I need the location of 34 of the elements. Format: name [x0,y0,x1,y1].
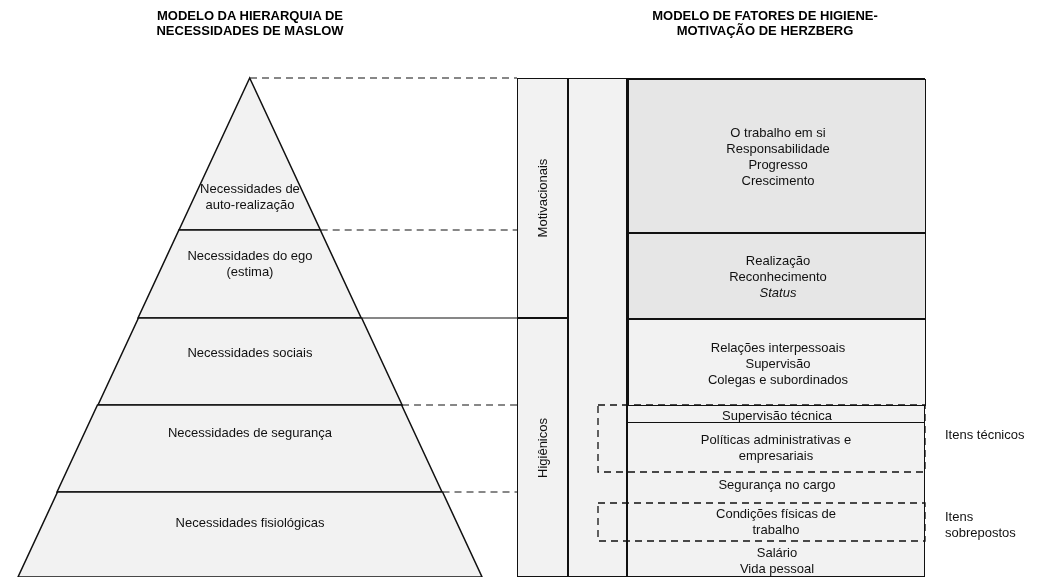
factor-row [628,233,926,319]
factor-row [628,79,926,233]
level-label: Necessidades de auto-realização [199,181,301,213]
factor-text: Vida pessoal [739,561,815,577]
table-column [627,78,925,577]
factor-text: Status [759,285,797,301]
category-band [517,78,568,318]
factor-text: Responsabilidade [726,141,830,157]
band-label: Motivacionais [534,158,551,238]
factor-text: Crescimento [741,173,815,189]
factor-text: Segurança no cargo [718,476,836,492]
heading: MODELO DE FATORES DE HIGIENE-MOTIVAÇÃO DE HERZBERG [651,8,879,38]
level-label: Necessidades do ego (estima) [186,248,314,280]
factor-text: Colegas e subordinados [707,371,849,388]
factor-text: Supervisão técnica [722,407,832,423]
factor-text: Reconhecimento [729,269,827,285]
factor-text: Políticas administrativas e empresariais [699,431,853,464]
factor-row [628,319,926,406]
group-label: Itens técnicos [945,427,1025,443]
factor-text: O trabalho em si [730,125,826,141]
factor-text: Realização [745,253,811,269]
factor-text: Salário [756,545,798,561]
table-column [568,78,627,577]
group-label: Itens sobrepostos [945,509,1017,541]
band-label: Higiênicos [534,417,551,478]
category-band [517,318,568,577]
level-label: Necessidades fisiológicas [174,515,326,531]
level-label: Necessidades de segurança [166,425,333,441]
heading: MODELO DA HIERARQUIA DE NECESSIDADES DE MASLOW [155,8,345,38]
factor-text: Relações interpessoais [710,339,846,356]
factor-text: Supervisão [745,355,811,372]
level-label: Necessidades sociais [186,345,314,361]
factor-text: Condições físicas de trabalho [715,506,837,538]
factor-text: Progresso [748,157,808,173]
